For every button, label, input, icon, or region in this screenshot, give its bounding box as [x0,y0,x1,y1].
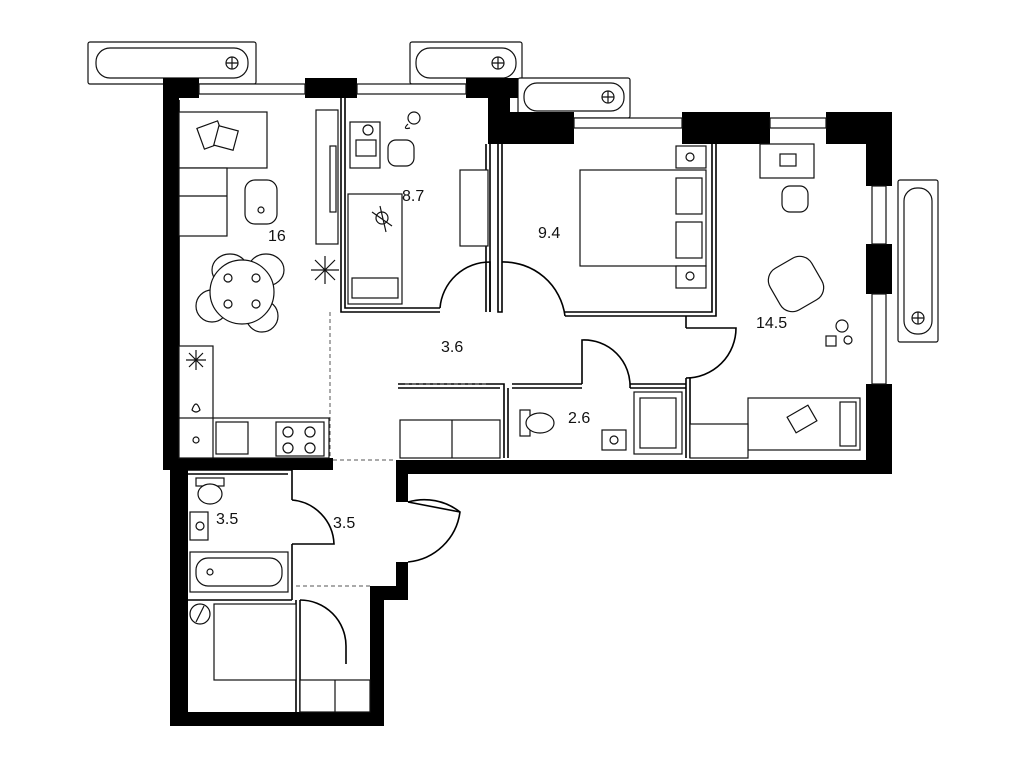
area-label-bedroom: 9.4 [538,225,561,242]
windows [198,83,887,385]
door-entrance [407,498,461,563]
door-shower [581,339,631,389]
shelf [689,423,749,459]
ac-unit-icon [87,41,257,85]
sink-icon [601,429,627,451]
storage-room [213,603,297,681]
area-label-bathroom: 3.5 [216,511,239,528]
bathtub-icon [189,551,289,593]
dishwasher-icon [191,403,201,413]
sink-icon [192,421,249,455]
door-large-bedroom [685,327,737,379]
sofa-icon [178,111,268,237]
hall-closet [399,419,501,459]
toys-icon [825,319,853,347]
chair-icon [387,139,415,167]
armchair-icon [767,255,825,313]
electric-panel-icon [189,603,211,625]
desk-icon [349,121,381,169]
plant-icon [311,256,339,284]
toilet-icon [519,409,555,437]
door-bathroom [291,499,335,545]
sink-icon [189,511,209,541]
area-label-large-bedroom: 14.5 [756,315,788,332]
door-bedroom [501,261,566,317]
walls [163,78,892,726]
shower-icon [633,391,683,455]
area-label-entrance: 3.5 [333,515,356,532]
area-label-hallway: 3.6 [441,339,464,356]
fridge-icon [186,350,206,370]
toy-mouse-icon [404,111,421,130]
area-label-small-bedroom: 8.7 [402,188,425,205]
desk-icon [759,143,815,179]
wardrobe [459,169,489,247]
doors [291,261,737,664]
bed-icon [579,145,707,289]
coffee-table [244,179,278,225]
ac-unit-icon [409,41,523,85]
bed-icon [747,397,861,451]
entrance-wardrobe [299,679,371,713]
area-label-living-kitchen: 16 [268,228,286,245]
ac-units-group [87,41,939,343]
bed-icon [347,193,403,305]
ac-unit-icon [897,179,939,343]
ac-unit-icon [517,77,631,119]
tv-stand [315,109,339,245]
area-label-shower-room: 2.6 [568,410,591,427]
door-storage [299,599,347,664]
door-small-bedroom [439,261,491,312]
dining-table [195,253,285,333]
toilet-icon [195,477,225,505]
chair-icon [781,185,809,213]
stove-icon [275,421,325,457]
